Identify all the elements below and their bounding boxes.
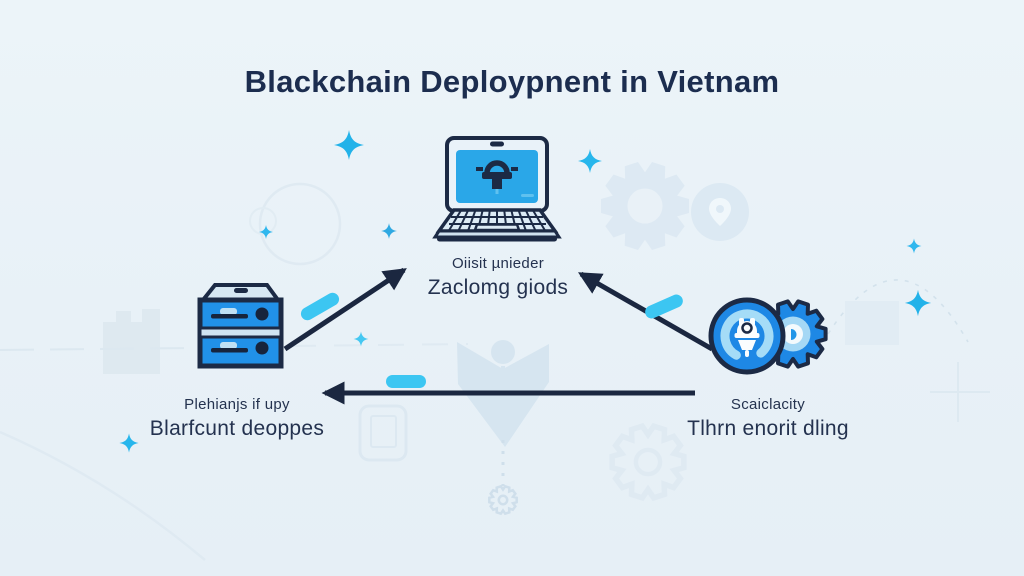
laptop-label-line1: Oiisit µnieder xyxy=(451,255,545,272)
line-watermark xyxy=(289,343,469,347)
plug-coil-detail xyxy=(741,322,753,334)
gear-watermark xyxy=(600,161,690,251)
cyan-dash xyxy=(386,375,426,388)
drawer-knob xyxy=(255,341,269,355)
plug-gear-icon xyxy=(708,297,828,375)
integration-label-line1: Scaiclacity xyxy=(730,396,806,413)
arrow-server-to-laptop xyxy=(283,267,407,352)
integration-label-line2: Tlhrn enorit dling xyxy=(687,417,849,441)
building-watermark xyxy=(103,309,160,374)
drawer-handle-cap xyxy=(220,308,237,315)
page-title: Blackchain Deploypnent in Vietnam xyxy=(244,64,780,99)
phone-watermark xyxy=(358,404,408,462)
camera-dot xyxy=(490,141,504,147)
arc-watermark xyxy=(0,430,206,561)
plug-icon xyxy=(708,297,786,375)
small-gear-watermark xyxy=(488,485,518,515)
server-icon xyxy=(197,283,284,369)
circle-watermark xyxy=(249,207,277,235)
laptop-lock-icon xyxy=(432,136,562,242)
gear-outline-watermark xyxy=(612,426,684,498)
drawer-knob xyxy=(255,307,269,321)
lines-watermark xyxy=(930,362,990,422)
line-watermark xyxy=(0,347,191,351)
location-pin-watermark xyxy=(691,183,749,241)
server-label: Plehianjs if upy Blarfcunt deoppes xyxy=(87,396,387,441)
circle-watermark xyxy=(258,182,342,266)
laptop-label: Oiisit µnieder Zaclomg giods xyxy=(348,255,648,300)
square-watermark xyxy=(845,301,899,345)
server-label-line2: Blarfcunt deoppes xyxy=(149,417,325,441)
server-label-line1: Plehianjs if upy xyxy=(184,396,290,413)
lock-icon xyxy=(476,160,518,194)
laptop-label-line2: Zaclomg giods xyxy=(427,276,569,300)
drawer-handle-cap xyxy=(220,342,237,349)
integration-label: Scaiclacity Tlhrn enorit dling xyxy=(618,396,918,441)
